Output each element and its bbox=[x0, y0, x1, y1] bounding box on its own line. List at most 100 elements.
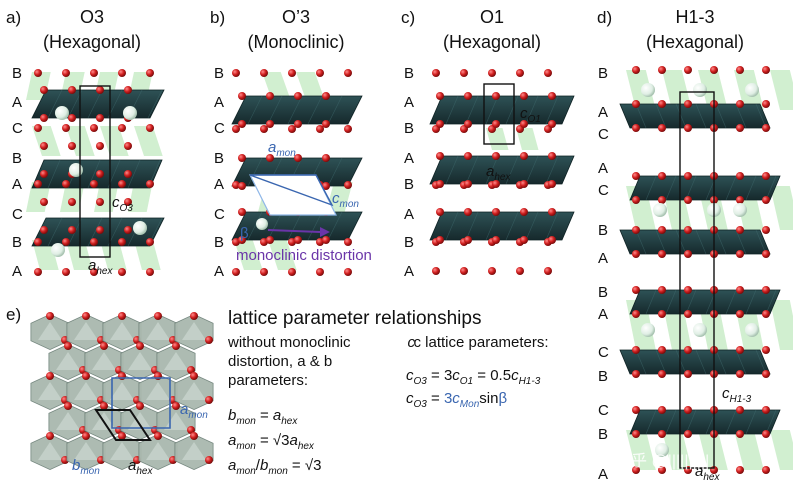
prism-site bbox=[296, 72, 325, 100]
oxygen-atom bbox=[266, 236, 274, 244]
oxygen-atom bbox=[762, 466, 770, 474]
formula-c-o3-mon: cO3 = 3cMonsinβ bbox=[406, 390, 507, 410]
oxygen-atom bbox=[232, 268, 240, 276]
slab-edge-line bbox=[715, 103, 727, 129]
oxygen-atom bbox=[436, 208, 444, 216]
oxygen-atom bbox=[658, 250, 666, 258]
stacking-letter: C bbox=[598, 402, 609, 419]
oxygen-atom bbox=[488, 69, 496, 77]
slab-edge-line bbox=[485, 211, 499, 241]
slab-edge-line bbox=[735, 103, 747, 129]
oxygen-atom bbox=[632, 226, 640, 234]
oxygen-atom bbox=[684, 370, 692, 378]
slab-edge-line bbox=[47, 89, 63, 119]
stacking-letter: A bbox=[404, 263, 414, 280]
panel-d-label: d) bbox=[597, 8, 612, 27]
oxygen-atom bbox=[96, 170, 104, 178]
formula-ratio: amon/bmon = √3 bbox=[228, 457, 321, 477]
prism-site bbox=[32, 126, 61, 156]
slab-edge-line bbox=[505, 155, 519, 185]
slab-edge-line bbox=[327, 211, 343, 241]
oxygen-atom bbox=[762, 310, 770, 318]
prism-site bbox=[100, 126, 129, 156]
slab-edge-line bbox=[465, 155, 479, 185]
panel-d-c-param: cH1-3 bbox=[722, 385, 752, 405]
oxygen-atom bbox=[684, 406, 692, 414]
oxygen-atom bbox=[632, 250, 640, 258]
oxygen-atom bbox=[238, 208, 246, 216]
oxygen-atom bbox=[548, 120, 556, 128]
oxygen-atom bbox=[464, 120, 472, 128]
prism-site bbox=[100, 240, 127, 270]
oxygen-atom bbox=[762, 124, 770, 132]
alkali-atom bbox=[123, 106, 137, 120]
slab-edge-line bbox=[635, 229, 647, 255]
prism-site bbox=[662, 70, 692, 110]
watermark: 知乎 @|||||||||| bbox=[615, 452, 709, 470]
slab-edge-line bbox=[635, 103, 647, 129]
slab-edge-line bbox=[247, 211, 263, 241]
stacking-letter: A bbox=[12, 94, 22, 111]
oxygen-atom bbox=[436, 92, 444, 100]
oxygen-atom bbox=[68, 198, 76, 206]
oxygen-atom bbox=[762, 250, 770, 258]
oxygen-atom bbox=[238, 236, 246, 244]
oxygen-atom bbox=[632, 100, 640, 108]
oxygen-atom bbox=[40, 86, 48, 94]
oxygen-atom bbox=[82, 312, 90, 320]
oxygen-atom bbox=[316, 69, 324, 77]
oxygen-atom bbox=[34, 69, 42, 77]
stacking-letter: B bbox=[12, 150, 22, 167]
slab-edge-line bbox=[665, 409, 677, 435]
stacking-letter: A bbox=[598, 306, 608, 323]
panel-a-label: a) bbox=[6, 8, 21, 27]
slab-edge-line bbox=[307, 95, 323, 125]
oxygen-atom bbox=[46, 372, 54, 380]
oxygen-atom bbox=[632, 196, 640, 204]
oxygen-atom bbox=[736, 226, 744, 234]
alkali-atom bbox=[745, 83, 759, 97]
oxygen-atom bbox=[90, 268, 98, 276]
slab-edge-line bbox=[725, 409, 737, 435]
oxygen-atom bbox=[548, 152, 556, 160]
oxygen-atom bbox=[154, 312, 162, 320]
slab-edge-line bbox=[645, 175, 657, 201]
metal-oxide-slab bbox=[429, 95, 575, 125]
slab-edge-line bbox=[765, 409, 777, 435]
oxygen-atom bbox=[62, 238, 70, 246]
octahedron-face bbox=[182, 442, 206, 460]
oxygen-atom bbox=[40, 114, 48, 122]
slab-edge-line bbox=[267, 95, 283, 125]
oxygen-atom bbox=[266, 154, 274, 162]
slab-edge-line bbox=[247, 157, 263, 187]
oxygen-atom bbox=[62, 124, 70, 132]
oxygen-atom bbox=[232, 69, 240, 77]
panel-b-label: b) bbox=[210, 8, 225, 27]
formula-c-o3: cO3 = 3cO1 = 0.5cH1-3 bbox=[406, 367, 541, 387]
oxygen-atom bbox=[736, 310, 744, 318]
oxygen-atom bbox=[238, 92, 246, 100]
slab-edge-line bbox=[765, 289, 777, 315]
oxygen-atom bbox=[68, 86, 76, 94]
slab-edge-line bbox=[485, 95, 499, 125]
panel-e-a-hex: ahex bbox=[128, 457, 153, 477]
metal-oxide-slab bbox=[619, 103, 771, 129]
oxygen-atom bbox=[436, 152, 444, 160]
oxygen-atom bbox=[205, 456, 213, 464]
stacking-letter: B bbox=[598, 222, 608, 239]
oxygen-atom bbox=[632, 406, 640, 414]
slab-edge-line bbox=[545, 95, 559, 125]
slab-edge-line bbox=[685, 289, 697, 315]
slab-edge-line bbox=[307, 211, 323, 241]
oxygen-atom bbox=[432, 69, 440, 77]
slab-edge-line bbox=[695, 103, 707, 129]
slab-edge-line bbox=[287, 211, 303, 241]
oxygen-atom bbox=[40, 198, 48, 206]
hex-cell-e bbox=[94, 409, 152, 441]
oxygen-atom bbox=[736, 430, 744, 438]
formula-b-mon: bmon = ahex bbox=[228, 407, 298, 427]
oxygen-atom bbox=[90, 180, 98, 188]
oxygen-atom bbox=[548, 92, 556, 100]
oxygen-atom bbox=[736, 172, 744, 180]
